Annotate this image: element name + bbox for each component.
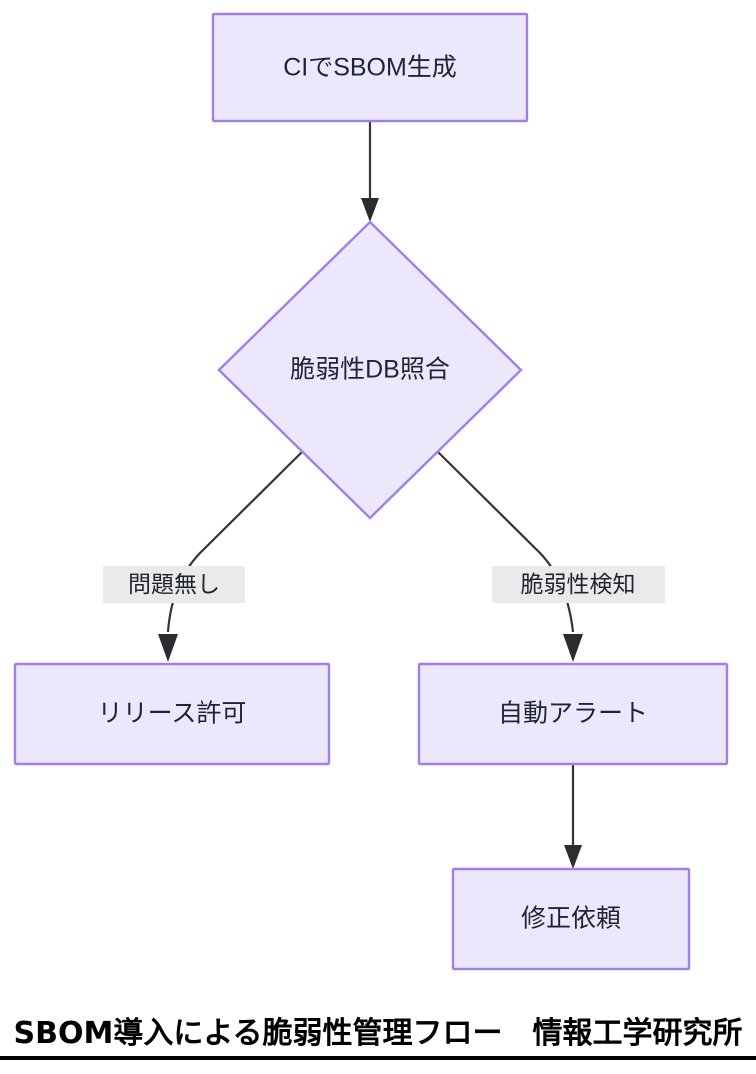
node-automatic-alert[interactable]: 自動アラート <box>417 662 729 766</box>
node-shape-rect <box>417 662 729 766</box>
edge-label-background <box>492 566 665 603</box>
edge-label-text: 問題無し <box>128 571 220 597</box>
node-fix-request[interactable]: 修正依頼 <box>451 867 691 971</box>
node-shape-rect <box>451 867 691 971</box>
node-label: 修正依頼 <box>521 905 621 933</box>
edge-label-text: 脆弱性検知 <box>521 571 636 597</box>
caption-divider <box>0 1056 756 1060</box>
edge-line <box>437 451 575 633</box>
caption-bar: SBOM導入による脆弱性管理フロー 情報工学研究所 <box>0 1000 756 1074</box>
node-label: CIでSBOM生成 <box>283 54 457 82</box>
node-label: リリース許可 <box>98 700 247 728</box>
edge-ci-to-check <box>361 122 379 222</box>
arrow-head-icon <box>361 198 379 222</box>
node-shape-diamond <box>217 220 523 520</box>
node-release-approved[interactable]: リリース許可 <box>13 662 331 766</box>
arrow-head-icon <box>563 634 583 662</box>
node-shape-rect <box>211 12 529 123</box>
node-label: 脆弱性DB照合 <box>290 356 450 384</box>
edge-alert-to-fix <box>564 765 582 869</box>
node-shape-rect <box>13 662 331 766</box>
flowchart-canvas: CIでSBOM生成 脆弱性DB照合 リリース許可 自動アラート 修正依頼 問題無… <box>13 12 729 971</box>
edge-label-background <box>103 566 245 603</box>
arrow-head-icon <box>564 845 582 869</box>
node-ci-sbom-generate[interactable]: CIでSBOM生成 <box>211 12 529 123</box>
edge-label-no-issue: 問題無し <box>103 566 245 603</box>
edge-line <box>166 451 303 633</box>
diagram-caption: SBOM導入による脆弱性管理フロー 情報工学研究所 <box>13 1016 743 1051</box>
edge-check-to-release <box>158 451 303 662</box>
node-vulnerability-db-check[interactable]: 脆弱性DB照合 <box>217 220 523 520</box>
node-label: 自動アラート <box>498 700 648 728</box>
edge-check-to-alert <box>437 451 583 662</box>
arrow-head-icon <box>158 634 178 662</box>
edge-label-vulnerability-detected: 脆弱性検知 <box>492 566 665 603</box>
